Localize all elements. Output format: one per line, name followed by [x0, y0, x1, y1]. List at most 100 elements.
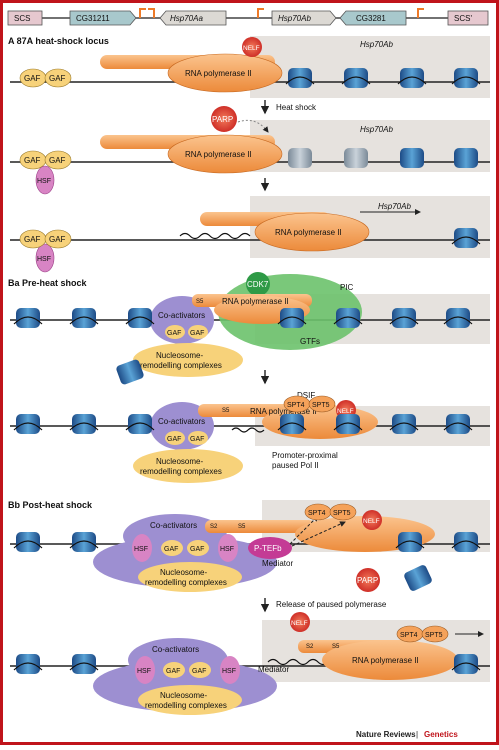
- nucleosome: [72, 532, 96, 552]
- dna-wrap: [451, 540, 481, 549]
- nucleosome: [288, 148, 312, 168]
- hsf-bb2-right: [220, 656, 240, 684]
- polymerase-a1: [167, 53, 283, 93]
- gaf-label-a2-2: GAF: [49, 156, 66, 165]
- nucleosome: [16, 308, 40, 328]
- dna-wrap: [443, 422, 473, 431]
- parp-a2: [211, 106, 237, 132]
- coactivators-label-ba2: Co-activators: [158, 417, 205, 426]
- dna-wrap: [69, 316, 99, 325]
- dna-wrap: [69, 422, 99, 431]
- gaf-bb2-2: [189, 662, 211, 678]
- locus-box-scs-prime: [447, 10, 489, 26]
- gaf-ba1-1: [165, 325, 185, 339]
- gaf-label-a3-2: GAF: [49, 235, 66, 244]
- nucleosome: [454, 68, 478, 88]
- gaf-label-a1-1: GAF: [24, 74, 41, 83]
- dna-wrap: [285, 76, 315, 85]
- gaf-label-ba2-2: GAF: [190, 436, 204, 443]
- nrc-ba1-line1: Nucleosome-: [156, 351, 203, 360]
- gene-label-a2: Hsp70Ab: [360, 125, 393, 134]
- nucleosome: [392, 308, 416, 328]
- gaf-ba1-2: [188, 325, 208, 339]
- nucleosome: [128, 308, 152, 328]
- cdk7-label: CDK7: [247, 280, 269, 289]
- nucleosomes-a2: [288, 148, 478, 168]
- gaf-bb1-1: [161, 540, 183, 556]
- nrc-ba2-line2: remodelling complexes: [140, 467, 222, 476]
- section-ba-title: Ba Pre-heat shock: [8, 278, 88, 288]
- coactivators-label-bb1: Co-activators: [150, 521, 197, 530]
- s2-label-bb2: S2: [306, 644, 314, 650]
- dna-wrap: [13, 540, 43, 549]
- gaf-a2-2: [44, 150, 72, 170]
- nucleosome: [336, 414, 360, 434]
- rna-transcript-a3: [179, 232, 251, 240]
- nucleosome: [344, 68, 368, 88]
- locus-label-hsp70aa: Hsp70Aa: [170, 14, 203, 23]
- nelf-label-bb2: NELF: [291, 620, 308, 627]
- polymerase-a2: [167, 134, 283, 174]
- nelf-label-a1: NELF: [243, 45, 260, 52]
- nucleosome: [454, 228, 478, 248]
- gene-label-a1: Hsp70Ab: [360, 40, 393, 49]
- nrc-bb2-line1: Nucleosome-: [160, 691, 207, 700]
- locus-gene-hsp70ab: [271, 10, 337, 26]
- dsif-label: DSIF: [297, 391, 315, 400]
- parp-label-a2: PARP: [212, 115, 233, 124]
- spt4-label-ba2: SPT4: [287, 402, 305, 409]
- nrc-ba2-line1: Nucleosome-: [156, 457, 203, 466]
- polymerase-label-a1: RNA polymerase II: [185, 69, 252, 78]
- dna-wrap: [389, 316, 419, 325]
- section-bb-title: Bb Post-heat shock: [8, 500, 93, 510]
- gaf-bb1-2: [187, 540, 209, 556]
- nucleosome: [280, 414, 304, 434]
- nucleosome: [280, 308, 304, 328]
- hsf-label-bb1-left: HSF: [134, 546, 148, 553]
- footer-section: Genetics: [424, 730, 458, 739]
- dna-wrap: [125, 422, 155, 431]
- nucleosome: [16, 414, 40, 434]
- gaf-label-bb2-2: GAF: [192, 668, 206, 675]
- mediator-label-bb2: Mediator: [258, 665, 289, 674]
- nrc-ba1: [133, 343, 243, 377]
- spt5-ba2: [308, 395, 336, 413]
- nucleosome: [454, 532, 478, 552]
- footer-journal: Nature Reviews: [356, 730, 416, 739]
- locus-label-scs-prime: SCS': [454, 14, 472, 23]
- nucleosome: [398, 532, 422, 552]
- nucleosome: [446, 414, 470, 434]
- hsf-a3: [35, 243, 55, 273]
- polymerase-bb2: [322, 640, 458, 680]
- s2-label-bb1: S2: [210, 524, 218, 530]
- nucleosome: [446, 308, 470, 328]
- s5-label-bb2: S5: [332, 644, 340, 650]
- gaf-label-ba1-2: GAF: [190, 330, 204, 337]
- ptefb-label: P-TEFb: [254, 544, 282, 553]
- gaf-label-a2-1: GAF: [24, 156, 41, 165]
- polymerase-bb1-tail: [205, 520, 315, 533]
- section-a-title: A 87A heat-shock locus: [8, 36, 109, 46]
- gene-label-a3: Hsp70Ab: [378, 202, 411, 211]
- nucleosomes-a3: [451, 228, 481, 248]
- nucleosome: [392, 414, 416, 434]
- ptefb: [248, 537, 292, 559]
- dna-wrap: [451, 662, 481, 671]
- spt5-label-bb1: SPT5: [333, 510, 351, 517]
- gaf-label-ba2-1: GAF: [167, 436, 181, 443]
- locus-label-cg3281: CG3281: [356, 14, 386, 23]
- dna-wrap: [443, 316, 473, 325]
- hsf-label-a3: HSF: [37, 256, 51, 263]
- nucleosome: [336, 308, 360, 328]
- paused-label-1: Promoter-proximal: [272, 451, 338, 460]
- spt5-label-ba2: SPT5: [312, 402, 330, 409]
- rna-transcript-ba2: [231, 427, 265, 433]
- locus-map: SCS CG31211 Hsp70Aa Hsp70Ab CG3281 SCS': [7, 8, 489, 26]
- gaf-a3-2: [44, 229, 72, 249]
- pic-label: PIC: [340, 283, 354, 292]
- nrc-bb1: [138, 562, 242, 592]
- hsf-label-bb1-right: HSF: [220, 546, 234, 553]
- s5-label-ba1: S5: [196, 299, 204, 305]
- nucleosomes-a1: [285, 68, 481, 88]
